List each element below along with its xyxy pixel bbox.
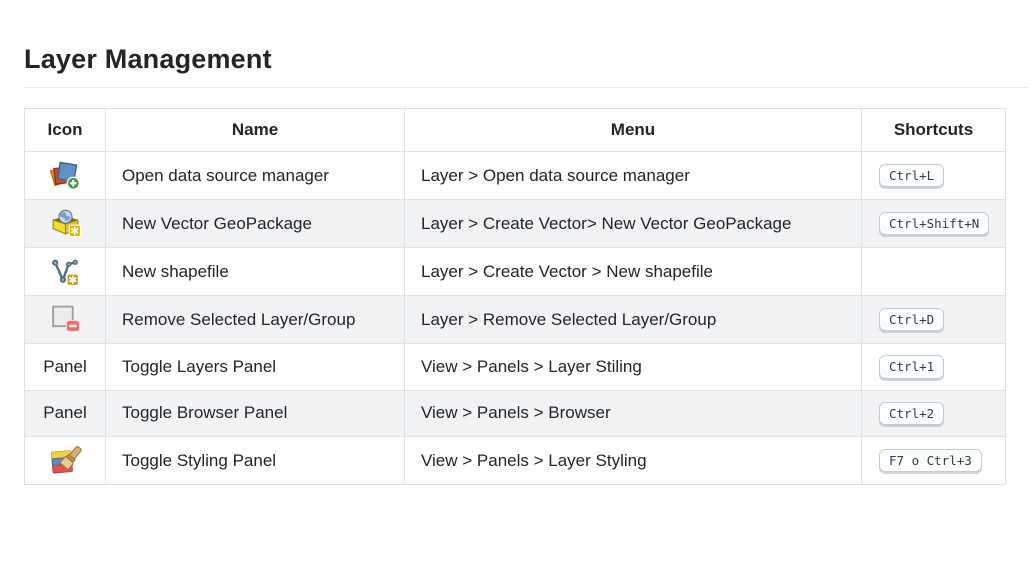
name-cell: Toggle Layers Panel xyxy=(105,343,405,391)
icon-cell xyxy=(24,436,106,485)
title-divider xyxy=(24,87,1029,88)
table-row: Open data source manager Layer > Open da… xyxy=(24,151,1006,200)
shortcut-badge: F7 o Ctrl+3 xyxy=(879,448,982,473)
menu-cell: Layer > Create Vector> New Vector GeoPac… xyxy=(404,199,862,248)
column-header-name: Name xyxy=(105,108,405,152)
menu-cell: View > Panels > Layer Styling xyxy=(404,436,862,485)
shortcut-cell: F7 o Ctrl+3 xyxy=(861,436,1006,485)
shortcut-cell: Ctrl+1 xyxy=(861,343,1006,391)
menu-cell: View > Panels > Layer Stiling xyxy=(404,343,862,391)
column-header-shortcuts: Shortcuts xyxy=(861,108,1006,152)
menu-cell: View > Panels > Browser xyxy=(404,389,862,437)
table-row: Panel Toggle Layers Panel View > Panels … xyxy=(24,343,1006,391)
table-body: Open data source manager Layer > Open da… xyxy=(24,151,1006,485)
table-row: New shapefile Layer > Create Vector > Ne… xyxy=(24,247,1006,296)
menu-cell: Layer > Remove Selected Layer/Group xyxy=(404,295,862,344)
shortcut-cell: Ctrl+Shift+N xyxy=(861,199,1006,248)
icon-cell xyxy=(24,247,106,296)
panel-label: Panel xyxy=(43,403,87,423)
icon-cell xyxy=(24,199,106,248)
page: Layer Management Icon Name Menu Shortcut… xyxy=(0,44,1033,485)
icon-cell: Panel xyxy=(24,343,106,391)
name-cell: Open data source manager xyxy=(105,151,405,200)
header-row: Icon Name Menu Shortcuts xyxy=(24,108,1006,152)
icon-cell xyxy=(24,295,106,344)
table-row: Panel Toggle Browser Panel View > Panels… xyxy=(24,389,1006,437)
shortcut-cell: Ctrl+L xyxy=(861,151,1006,200)
icon-cell xyxy=(24,151,106,200)
table-row: Toggle Styling Panel View > Panels > Lay… xyxy=(24,436,1006,485)
shortcut-cell: Ctrl+2 xyxy=(861,389,1006,437)
shortcut-cell: Ctrl+D xyxy=(861,295,1006,344)
menu-cell: Layer > Open data source manager xyxy=(404,151,862,200)
table-row: Remove Selected Layer/Group Layer > Remo… xyxy=(24,295,1006,344)
new-vector-geopackage-icon xyxy=(52,209,81,237)
menu-cell: Layer > Create Vector > New shapefile xyxy=(404,247,862,296)
name-cell: Toggle Styling Panel xyxy=(105,436,405,485)
name-cell: Remove Selected Layer/Group xyxy=(105,295,405,344)
layer-management-table: Icon Name Menu Shortcuts Open data sourc… xyxy=(24,108,1006,485)
shortcut-badge: Ctrl+1 xyxy=(879,355,945,379)
name-cell: Toggle Browser Panel xyxy=(105,389,405,437)
icon-cell: Panel xyxy=(24,389,106,437)
shortcut-badge: Ctrl+Shift+N xyxy=(879,211,990,236)
page-title: Layer Management xyxy=(24,44,272,74)
remove-selected-layer-icon xyxy=(51,305,80,332)
table-row: New Vector GeoPackage Layer > Create Vec… xyxy=(24,199,1006,248)
layer-styling-icon xyxy=(50,446,82,474)
name-cell: New Vector GeoPackage xyxy=(105,199,405,248)
shortcut-cell xyxy=(861,247,1006,296)
column-header-icon: Icon xyxy=(24,108,106,152)
shortcut-badge: Ctrl+D xyxy=(879,307,945,332)
shortcut-badge: Ctrl+L xyxy=(879,163,945,188)
table-header: Icon Name Menu Shortcuts xyxy=(24,108,1006,152)
open-data-source-manager-icon xyxy=(49,161,80,190)
new-shapefile-icon xyxy=(51,259,79,286)
name-cell: New shapefile xyxy=(105,247,405,296)
panel-label: Panel xyxy=(43,356,87,376)
shortcut-badge: Ctrl+2 xyxy=(879,401,945,425)
column-header-menu: Menu xyxy=(404,108,862,152)
